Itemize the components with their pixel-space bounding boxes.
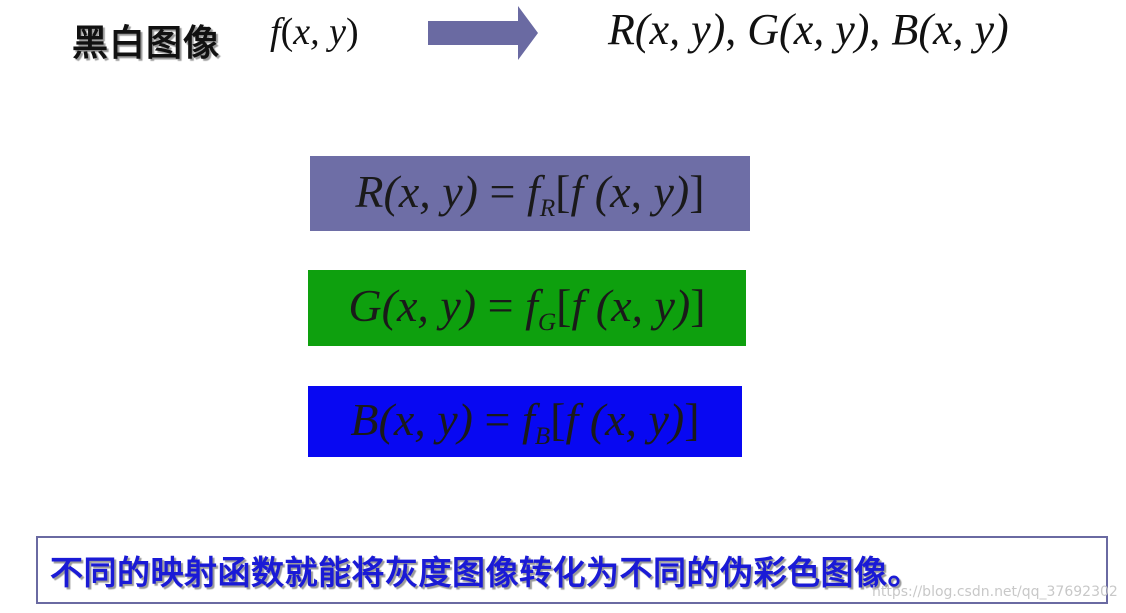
blue-mapping-equation-box: B(x, y) = fB[f (x, y)] xyxy=(308,386,742,457)
equation-lhs-symbol: R xyxy=(355,165,384,217)
input-args: x, y xyxy=(293,11,346,53)
equation-close-bracket: ] xyxy=(690,280,706,332)
input-close-paren: ) xyxy=(345,11,359,53)
output-rgb-expression: R(x, y), G(x, y), B(x, y) xyxy=(608,4,1009,55)
input-func-symbol: f xyxy=(270,11,281,53)
equation-mapping-func: f xyxy=(525,280,538,332)
equation-subscript: B xyxy=(534,421,551,450)
green-mapping-equation-box: G(x, y) = fG[f (x, y)] xyxy=(308,270,746,346)
output-r-args: (x, y) xyxy=(634,5,726,54)
blue-mapping-equation: B(x, y) = fB[f (x, y)] xyxy=(350,393,699,451)
equation-lhs-symbol: G xyxy=(348,280,382,332)
equation-equals: = xyxy=(476,280,526,332)
right-arrow-icon xyxy=(428,6,540,67)
grayscale-image-label: 黑白图像 xyxy=(72,23,221,64)
output-g-symbol: G xyxy=(747,5,780,54)
output-r-symbol: R xyxy=(608,5,635,54)
equation-close-bracket: ] xyxy=(684,393,700,445)
equation-close-bracket: ] xyxy=(689,165,705,217)
equation-mapping-func: f xyxy=(526,165,540,217)
equation-open-bracket: [ xyxy=(555,165,571,217)
equation-inner-args: (x, y) xyxy=(584,280,691,332)
equation-lhs-args: (x, y) xyxy=(378,393,473,445)
equation-lhs-args: (x, y) xyxy=(381,280,477,332)
right-arrow-icon-svg xyxy=(428,6,538,60)
equation-inner-args: (x, y) xyxy=(583,165,690,217)
conclusion-text: 不同的映射函数就能将灰度图像转化为不同的伪彩色图像。 xyxy=(50,553,921,592)
conclusion-box xyxy=(36,536,1108,604)
equation-equals: = xyxy=(477,165,527,217)
output-b-args: (x, y) xyxy=(918,5,1009,54)
output-g-args: (x, y) xyxy=(779,5,870,54)
equation-equals: = xyxy=(472,393,522,445)
equation-mapping-func: f xyxy=(521,393,535,445)
equation-inner-func: f xyxy=(570,165,584,217)
equation-lhs-symbol: B xyxy=(350,393,379,445)
input-open-paren: ( xyxy=(280,11,294,53)
equation-subscript: R xyxy=(539,193,556,222)
green-mapping-equation: G(x, y) = fG[f (x, y)] xyxy=(348,279,705,337)
equation-subscript: G xyxy=(537,307,557,336)
input-function-expression: f(x, y) xyxy=(270,10,359,54)
output-sep-1: , xyxy=(725,5,748,54)
equation-inner-func: f xyxy=(565,393,579,445)
output-sep-2: , xyxy=(869,5,892,54)
equation-inner-func: f xyxy=(571,280,585,332)
equation-inner-args: (x, y) xyxy=(578,393,685,445)
red-mapping-equation-box: R(x, y) = fR[f (x, y)] xyxy=(310,156,750,231)
source-watermark: https://blog.csdn.net/qq_37692302 xyxy=(872,584,1118,600)
output-b-symbol: B xyxy=(891,5,919,54)
equation-open-bracket: [ xyxy=(556,280,572,332)
equation-lhs-args: (x, y) xyxy=(383,165,478,217)
equation-open-bracket: [ xyxy=(550,393,566,445)
red-mapping-equation: R(x, y) = fR[f (x, y)] xyxy=(355,165,704,223)
